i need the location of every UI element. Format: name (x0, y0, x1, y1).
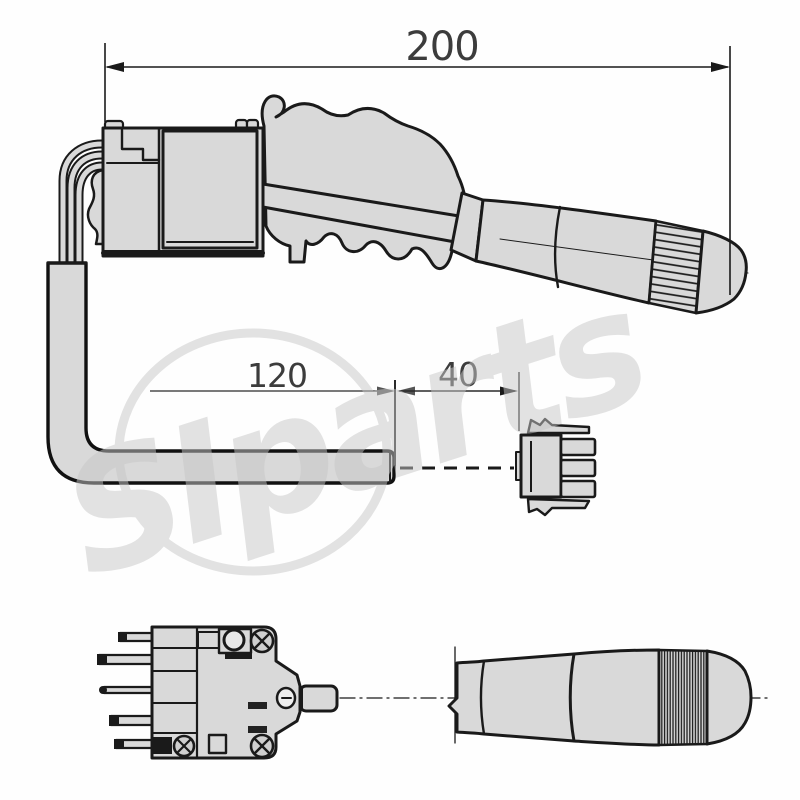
connector-terminal-2 (559, 458, 597, 478)
detached-handle (339, 646, 773, 747)
handle-knurl-hatching (659, 650, 707, 745)
stalk-switch-assembly (46, 94, 749, 485)
slot-1 (248, 702, 267, 709)
arrowhead-40-right (500, 386, 518, 396)
screw-top (249, 628, 275, 654)
screw-bottom-right (249, 733, 275, 759)
dimension-label-40: 40 (438, 355, 478, 394)
pivot-stub (298, 684, 339, 713)
base-body (150, 625, 302, 760)
dimension-connector-offset: 40 (397, 355, 520, 431)
post-holder-left (197, 631, 220, 649)
connector-terminal-3 (559, 479, 597, 499)
connector-latch-bottom (526, 497, 591, 517)
handle-seg-line-1 (479, 659, 486, 736)
post-bar (225, 653, 252, 659)
cable (46, 261, 396, 485)
dimension-label-200: 200 (405, 24, 478, 70)
arrowhead-left (105, 62, 124, 72)
handle-body (447, 648, 661, 747)
watermark: SIparts (42, 253, 665, 615)
connector-terminal-1 (559, 437, 597, 457)
wire-clip (86, 168, 105, 246)
wire-harness (58, 139, 107, 269)
base-dark-block (152, 737, 172, 754)
watermark-text: SIparts (42, 253, 665, 615)
screw-bottom-left (172, 734, 196, 758)
connector-body (519, 433, 563, 499)
switch-base-unit (97, 625, 339, 760)
dimension-overall-length: 200 (104, 24, 731, 295)
arrowhead-120-right (377, 386, 395, 396)
lever-tip-cap (694, 229, 748, 315)
connector-3pin (515, 417, 597, 517)
round-post (222, 628, 246, 652)
switch-body (101, 118, 265, 258)
inner-square (207, 733, 228, 755)
arrowhead-right (711, 62, 730, 72)
watermark-circle (114, 328, 392, 576)
handle-tip-cap (705, 649, 753, 746)
connector-latch-top (526, 417, 591, 435)
terminal-pins (97, 631, 156, 750)
handle-seg-line-2 (568, 652, 576, 743)
dimension-cable-length: 120 (150, 356, 396, 466)
dimension-label-120: 120 (247, 356, 307, 395)
slot-2 (248, 726, 267, 733)
rubber-boot (260, 94, 466, 271)
knurl-hatching-top (649, 221, 703, 313)
